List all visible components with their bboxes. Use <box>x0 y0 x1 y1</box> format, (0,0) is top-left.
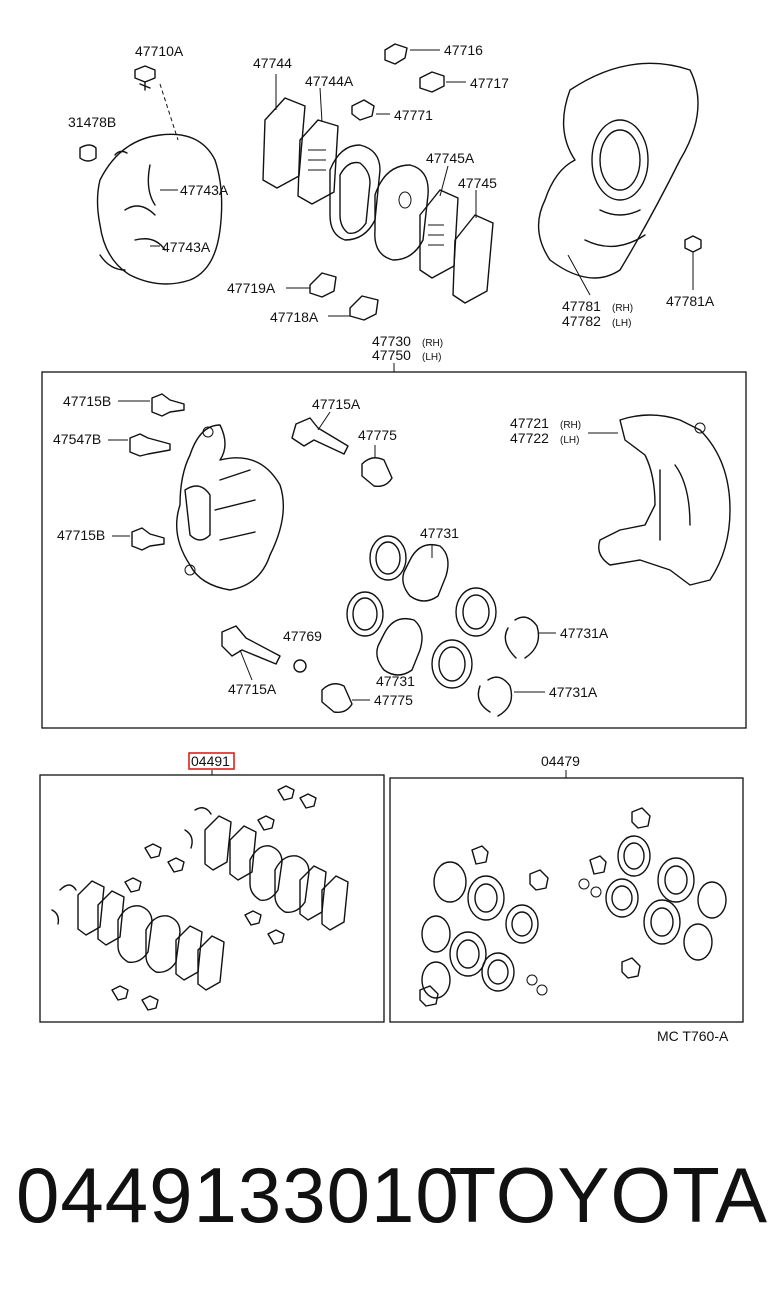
brake-pad-inner <box>329 144 381 241</box>
boot-47775-bot <box>321 683 370 714</box>
label-47744A: 47744A <box>305 73 354 89</box>
label-47715A-bot: 47715A <box>228 681 277 697</box>
label-31478B: 31478B <box>68 114 116 130</box>
piston-seal-set-bottom <box>376 617 473 689</box>
bleeder-47547B <box>108 433 171 457</box>
label-47744: 47744 <box>253 55 292 71</box>
clip-47717 <box>419 71 466 93</box>
clip-47719A <box>286 272 337 298</box>
pad-kit-frame-04491 <box>39 774 385 1023</box>
label-47781: 47781 <box>562 298 601 314</box>
part-number: 0449133010 <box>16 1151 460 1239</box>
label-47721-side: (RH) <box>560 420 581 431</box>
label-47745A: 47745A <box>426 150 475 166</box>
bolt-47715B-2 <box>112 527 165 551</box>
pad-kit-04491-parts <box>51 785 349 1011</box>
bushing-47769 <box>293 659 307 673</box>
clip-47771 <box>351 99 390 121</box>
seal-kit-04479-parts <box>419 807 727 1007</box>
label-04479: 04479 <box>541 753 580 769</box>
label-47782: 47782 <box>562 313 601 329</box>
caliper-assembly-frame <box>41 371 747 729</box>
dust-shield-47781 <box>537 62 699 296</box>
label-47718A: 47718A <box>270 309 319 325</box>
label-47722: 47722 <box>510 430 549 446</box>
label-47781-side: (RH) <box>612 303 633 314</box>
shim-47744A <box>297 87 339 205</box>
piston-seal-set-top <box>346 535 497 637</box>
ring-47731A-2 <box>477 676 545 717</box>
label-47781A: 47781A <box>666 293 715 309</box>
ring-47731A-1 <box>504 616 556 659</box>
label-47547B: 47547B <box>53 431 101 447</box>
label-47710A: 47710A <box>135 43 184 59</box>
label-47715A-top: 47715A <box>312 396 361 412</box>
label-47750: 47750 <box>372 347 411 363</box>
plug-31478B <box>79 144 97 162</box>
label-47743A-2: 47743A <box>162 239 211 255</box>
label-47722-side: (LH) <box>560 435 579 446</box>
bolt-47715B-1 <box>118 393 185 417</box>
label-47743A-1: 47743A <box>180 182 229 198</box>
seal-kit-frame-04479 <box>389 777 744 1023</box>
label-04491: 04491 <box>191 753 230 769</box>
clip-47716 <box>384 43 440 65</box>
slide-pin-47715A-top <box>291 411 349 455</box>
boot-47775-top <box>361 445 393 488</box>
label-47782-side: (LH) <box>612 318 631 329</box>
label-47750-side: (LH) <box>422 352 441 363</box>
brake-pad-outer <box>374 164 429 261</box>
label-47731A-2: 47731A <box>549 684 598 700</box>
label-47775-bot: 47775 <box>374 692 413 708</box>
caliper-body <box>175 424 285 591</box>
label-47731-top: 47731 <box>420 525 459 541</box>
label-47730-side: (RH) <box>422 338 443 349</box>
clip-47718A <box>328 295 379 321</box>
slide-pin-47715A-bot <box>221 625 281 681</box>
caliper-cover-47743A <box>96 133 223 285</box>
label-47771: 47771 <box>394 107 433 123</box>
label-47731A-1: 47731A <box>560 625 609 641</box>
label-47715B-1: 47715B <box>63 393 111 409</box>
bolt-47710A <box>134 65 179 141</box>
label-47775-top: 47775 <box>358 427 397 443</box>
label-47731-mid: 47731 <box>376 673 415 689</box>
label-47745: 47745 <box>458 175 497 191</box>
label-47730: 47730 <box>372 333 411 349</box>
diagram-code: MC T760-A <box>657 1028 729 1044</box>
label-47715B-2: 47715B <box>57 527 105 543</box>
parts-diagram: 47710A 31478B 47743A 47743A 47744 47744A <box>39 42 747 1044</box>
label-47769: 47769 <box>283 628 322 644</box>
shim-47745 <box>452 190 494 304</box>
label-47719A: 47719A <box>227 280 276 296</box>
label-47716: 47716 <box>444 42 483 58</box>
label-47717: 47717 <box>470 75 509 91</box>
label-47721: 47721 <box>510 415 549 431</box>
brand-name: TOYOTA <box>448 1151 768 1239</box>
highlight-04491 <box>188 752 235 770</box>
caliper-bracket-47721 <box>588 414 731 586</box>
bolt-47781A <box>684 235 702 290</box>
